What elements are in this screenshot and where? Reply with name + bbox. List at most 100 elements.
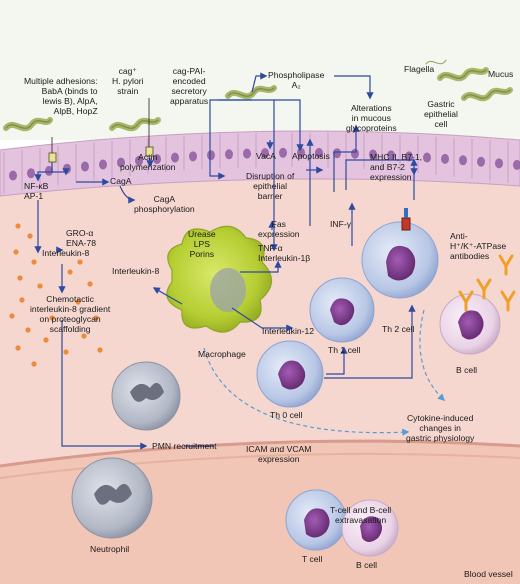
epithelial-nucleus [171,152,179,163]
epithelial-nucleus [333,148,341,159]
interleukin-8-dot [49,315,55,321]
mucus-layer [0,0,520,140]
label-t-cell: T cell [302,554,323,564]
label-apoptosis: Apoptosis [292,151,330,161]
interleukin-8-dots [9,223,103,367]
epithelial-nucleus [153,154,161,165]
epithelial-nucleus [477,156,485,167]
label-blood-vessel: Blood vessel [464,569,513,579]
interleukin-8-dot [19,297,25,303]
interleukin-8-dot [13,249,19,255]
interleukin-8-dot [67,269,73,275]
label-caga: CagA [110,176,132,186]
label-th2-cell: Th 2 cell [382,324,415,334]
label-cytokine-changes: Cytokine-induced changes in gastric phys… [406,413,475,443]
epithelial-nucleus [459,155,467,166]
interleukin-8-dot [97,347,103,353]
dashed-arrows [203,309,446,436]
epithelial-nucleus [243,148,251,159]
label-th1-cell: Th 1 cell [328,345,361,355]
epithelial-nucleus [81,161,89,172]
label-alterations: Alterations in mucous glycoproteins [346,103,397,133]
interleukin-8-dot [87,281,93,287]
interleukin-8-dot [77,259,83,265]
adhesion-apparatus-icon [48,152,57,163]
vessel-wall-inner [0,452,520,479]
interleukin-8-dot [15,223,21,229]
label-tnf: TNF-α Interleukin-1β [258,243,311,263]
label-interleukin-12: Interleukin-12 [262,326,315,336]
secretory-apparatus-icon [145,146,154,157]
vessel-wall [0,439,520,468]
interleukin-8-dot [31,361,37,367]
h-pylori-bacteria [3,59,513,132]
label-adhesions: Multiple adhesions: BabA (binds to lewis… [24,76,98,116]
epithelial-nucleus [441,153,449,164]
epithelial-nucleus [279,147,287,158]
epithelial-nucleus [423,152,431,163]
label-th0-cell: Th 0 cell [270,410,303,420]
label-vaca: VacA [256,151,276,161]
label-gro: GRO-α ENA-78 [66,228,97,248]
label-actin-polymerization: Actin polymerization [120,152,176,172]
epithelial-nuclei [9,147,520,181]
label-nfkb: NF-κB AP-1 [24,181,49,201]
label-flagella: Flagella [404,64,435,74]
label-pmn-recruitment: PMN recruitment [152,441,217,451]
interleukin-8-dot [81,333,87,339]
epithelial-nucleus [351,148,359,159]
interleukin-8-dot [31,259,37,265]
label-urease: Urease LPS Porins [188,229,216,259]
label-gastric-cell: Gastric epithelial cell [424,99,458,129]
label-icam: ICAM and VCAM expression [246,444,312,464]
interleukin-8-dot [17,275,23,281]
epithelial-nucleus [513,159,520,170]
interleukin-8-dot [93,315,99,321]
label-inf-gamma: INF-γ [330,219,352,229]
label-phospholipase: Phospholipase A₂ [268,70,325,90]
label-mhc: MHC II, B7-1, and B7-2 expression [370,152,423,182]
interleukin-8-dot [15,345,21,351]
epithelial-nucleus [261,148,269,159]
interleukin-8-dot [63,349,69,355]
epithelial-nucleus [387,150,395,161]
epithelial-nucleus [99,159,107,170]
label-extravasation: T-cell and B-cell extravasation [330,505,392,525]
interleukin-8-dot [9,313,15,319]
label-macrophage: Macrophage [198,349,246,359]
epithelial-nucleus [207,150,215,161]
epithelial-nucleus [315,147,323,158]
interleukin-8-dot [37,283,43,289]
label-mucus: Mucus [488,69,514,79]
interleukin-8-dot [27,233,33,239]
label-b-cell-bottom: B cell [356,560,378,570]
label-secretory-apparatus: cag-PAI- encoded secretory apparatus [170,66,209,106]
label-cag-strain: cag⁺ H. pylori strain [112,66,144,96]
label-b-cell-right: B cell [456,365,478,375]
label-neutrophil: Neutrophil [90,544,130,554]
label-interleukin-8-mid: Interleukin-8 [112,266,160,276]
label-caga-phosphorylation: CagA phosphorylation [134,194,195,214]
epithelial-nucleus [117,157,125,168]
antibody-icons [458,254,516,312]
interleukin-8-dot [43,337,49,343]
epithelial-nucleus [45,165,53,176]
interleukin-8-dot [75,299,81,305]
epithelial-nucleus [369,149,377,160]
epithelial-nucleus [135,155,143,166]
epithelial-nucleus [495,158,503,169]
pathway-arrows [34,72,418,450]
epithelial-nucleus [27,168,35,179]
label-chemotactic: Chemotactic interleukin-8 gradient on pr… [30,294,111,334]
epithelial-nucleus [9,170,17,181]
label-anti-atpase: Anti- H⁺/K⁺-ATPase antibodies [450,231,507,261]
label-disruption: Disruption of epithelial barrier [246,171,295,201]
interleukin-8-dot [25,327,31,333]
epithelial-nucleus [189,151,197,162]
macrophage-nucleus [210,268,246,312]
label-interleukin-8-top: Interleukin-8 [42,248,90,258]
epithelial-nucleus [225,149,233,160]
label-fas: Fas expression [258,219,300,239]
